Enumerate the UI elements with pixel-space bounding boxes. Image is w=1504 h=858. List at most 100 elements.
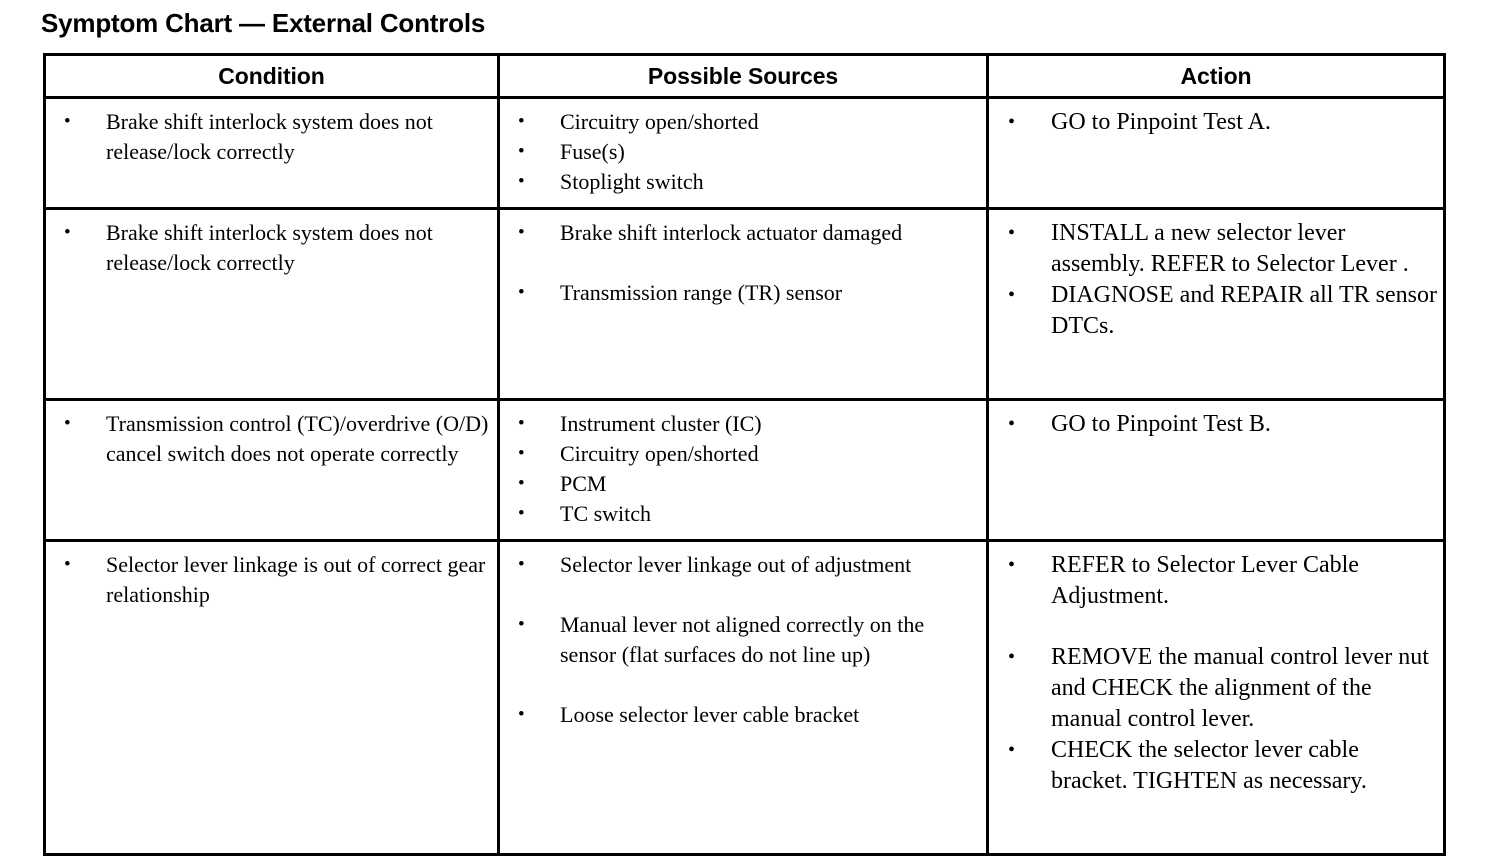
bullet-icon: • (518, 282, 525, 303)
bullet-item: • Brake shift interlock system does not r… (52, 107, 491, 167)
bullet-item: •Transmission control (TC)/overdrive (O/… (52, 409, 491, 469)
bullet-item: • REFER to Selector Lever Cable Adjustmen… (995, 550, 1437, 612)
cell-action: • REFER to Selector Lever Cable Adjustmen… (986, 539, 1446, 856)
table-row: • Selector lever linkage is out of correc… (43, 539, 1446, 856)
bullet-icon: • (518, 503, 525, 524)
cell-possible-sources: •Brake shift interlock actuator damaged•… (497, 207, 989, 401)
cell-content: • Selector lever linkage out of adjustmen… (500, 542, 986, 740)
bullet-item: •Fuse(s) (506, 137, 980, 167)
cell-content: •Brake shift interlock system does not r… (46, 210, 497, 288)
bullet-item: •Stoplight switch (506, 167, 980, 197)
bullet-list: • GO to Pinpoint Test B. (995, 409, 1437, 440)
bullet-item: • Transmission range (TR) sensor (506, 278, 980, 308)
cell-possible-sources: •Circuitry open/shorted•Fuse(s)•Stopligh… (497, 96, 989, 210)
bullet-icon: • (1008, 111, 1016, 133)
bullet-item: • Brake shift interlock actuator damaged (506, 218, 980, 248)
bullet-list: • REFER to Selector Lever Cable Adjustmen… (995, 550, 1437, 797)
bullet-icon: • (518, 171, 525, 192)
bullet-icon: • (1008, 413, 1016, 435)
bullet-icon: • (1008, 554, 1016, 576)
bullet-icon: • (64, 554, 71, 575)
cell-content: •Circuitry open/shorted•Fuse(s)•Stopligh… (500, 99, 986, 207)
bullet-icon: • (518, 222, 525, 243)
column-header-condition: Condition (43, 53, 500, 99)
bullet-item: • Manual lever not aligned correctly on t… (506, 610, 980, 670)
bullet-icon: • (64, 413, 71, 434)
bullet-text: Selector lever linkage out of adjustment (560, 552, 912, 577)
bullet-item: • PCM (506, 469, 980, 499)
bullet-text: REFER to Selector Lever Cable Adjustment… (1051, 552, 1359, 609)
bullet-list: • Selector lever linkage is out of correc… (52, 550, 491, 610)
cell-content: • GO to Pinpoint Test B. (989, 401, 1443, 450)
bullet-item: • Loose selector lever cable bracket (506, 700, 980, 730)
bullet-text: TC switch (560, 501, 652, 526)
bullet-item: •REMOVE the manual control lever nut and… (995, 642, 1437, 735)
bullet-list: •Brake shift interlock system does not r… (52, 218, 491, 278)
bullet-icon: • (518, 614, 525, 635)
bullet-item: •Instrument cluster (IC) (506, 409, 980, 439)
bullet-list: •Transmission control (TC)/overdrive (O/… (52, 409, 491, 469)
column-header-possible-sources: Possible Sources (497, 53, 989, 99)
cell-condition: •Transmission control (TC)/overdrive (O/… (43, 398, 500, 542)
bullet-icon: • (518, 413, 525, 434)
cell-condition: • Brake shift interlock system does not r… (43, 96, 500, 210)
bullet-item: • Selector lever linkage out of adjustmen… (506, 550, 980, 580)
bullet-icon: • (1008, 739, 1016, 761)
cell-condition: •Brake shift interlock system does not r… (43, 207, 500, 401)
bullet-icon: • (518, 141, 525, 162)
page-title: Symptom Chart — External Controls (41, 8, 486, 38)
bullet-text: Brake shift interlock system does not re… (106, 220, 433, 275)
bullet-text: Manual lever not aligned correctly on th… (560, 612, 925, 667)
bullet-icon: • (518, 554, 525, 575)
bullet-text: Transmission range (TR) sensor (560, 280, 843, 305)
cell-action: • GO to Pinpoint Test A. (986, 96, 1446, 210)
bullet-text: GO to Pinpoint Test A. (1051, 109, 1271, 135)
bullet-icon: • (518, 111, 525, 132)
bullet-text: CHECK the selector lever cable bracket. … (1051, 737, 1367, 794)
bullet-list: • Brake shift interlock system does not r… (52, 107, 491, 167)
cell-content: • GO to Pinpoint Test A. (989, 99, 1443, 148)
bullet-item: • GO to Pinpoint Test A. (995, 107, 1437, 138)
bullet-text: PCM (560, 471, 607, 496)
cell-content: • INSTALL a new selector lever assembly. … (989, 210, 1443, 352)
bullet-list: • GO to Pinpoint Test A. (995, 107, 1437, 138)
bullet-item: • DIAGNOSE and REPAIR all TR sensor DTCs. (995, 280, 1437, 342)
bullet-item: •Circuitry open/shorted (506, 107, 980, 137)
cell-content: •Transmission control (TC)/overdrive (O/… (46, 401, 497, 479)
bullet-list: •Brake shift interlock actuator damaged•… (506, 218, 980, 308)
bullet-item: • Selector lever linkage is out of correc… (52, 550, 491, 610)
column-header-action: Action (986, 53, 1446, 99)
bullet-text: Loose selector lever cable bracket (560, 702, 860, 727)
cell-condition: • Selector lever linkage is out of correc… (43, 539, 500, 856)
bullet-list: • INSTALL a new selector lever assembly. … (995, 218, 1437, 342)
cell-action: • INSTALL a new selector lever assembly. … (986, 207, 1446, 401)
bullet-icon: • (518, 443, 525, 464)
bullet-item: •Brake shift interlock system does not r… (52, 218, 491, 278)
bullet-list: • Selector lever linkage out of adjustmen… (506, 550, 980, 730)
bullet-text: Circuitry open/shorted (560, 441, 759, 466)
bullet-text: INSTALL a new selector lever assembly. R… (1051, 220, 1409, 277)
bullet-item: • CHECK the selector lever cable bracket.… (995, 735, 1437, 797)
bullet-icon: • (518, 704, 525, 725)
bullet-icon: • (518, 473, 525, 494)
bullet-list: •Circuitry open/shorted•Fuse(s)•Stopligh… (506, 107, 980, 197)
bullet-icon: • (64, 111, 71, 132)
bullet-list: •Instrument cluster (IC)•Circuitry open/… (506, 409, 980, 529)
cell-content: • Brake shift interlock system does not r… (46, 99, 497, 177)
bullet-text: GO to Pinpoint Test B. (1051, 411, 1271, 437)
cell-content: • Selector lever linkage is out of correc… (46, 542, 497, 620)
table-body: • Brake shift interlock system does not r… (43, 96, 1446, 856)
bullet-text: REMOVE the manual control lever nut and … (1051, 644, 1429, 732)
cell-content: • REFER to Selector Lever Cable Adjustmen… (989, 542, 1443, 807)
bullet-text: Selector lever linkage is out of correct… (106, 552, 486, 607)
bullet-icon: • (1008, 284, 1016, 306)
bullet-text: Brake shift interlock actuator damaged (560, 220, 903, 245)
bullet-text: DIAGNOSE and REPAIR all TR sensor DTCs. (1051, 282, 1438, 339)
cell-content: •Instrument cluster (IC)•Circuitry open/… (500, 401, 986, 539)
bullet-text: Brake shift interlock system does not re… (106, 109, 433, 164)
cell-possible-sources: • Selector lever linkage out of adjustmen… (497, 539, 989, 856)
bullet-item: • Circuitry open/shorted (506, 439, 980, 469)
bullet-item: • TC switch (506, 499, 980, 529)
table-header-row: Condition Possible Sources Action (43, 53, 1446, 99)
bullet-icon: • (1008, 222, 1016, 244)
